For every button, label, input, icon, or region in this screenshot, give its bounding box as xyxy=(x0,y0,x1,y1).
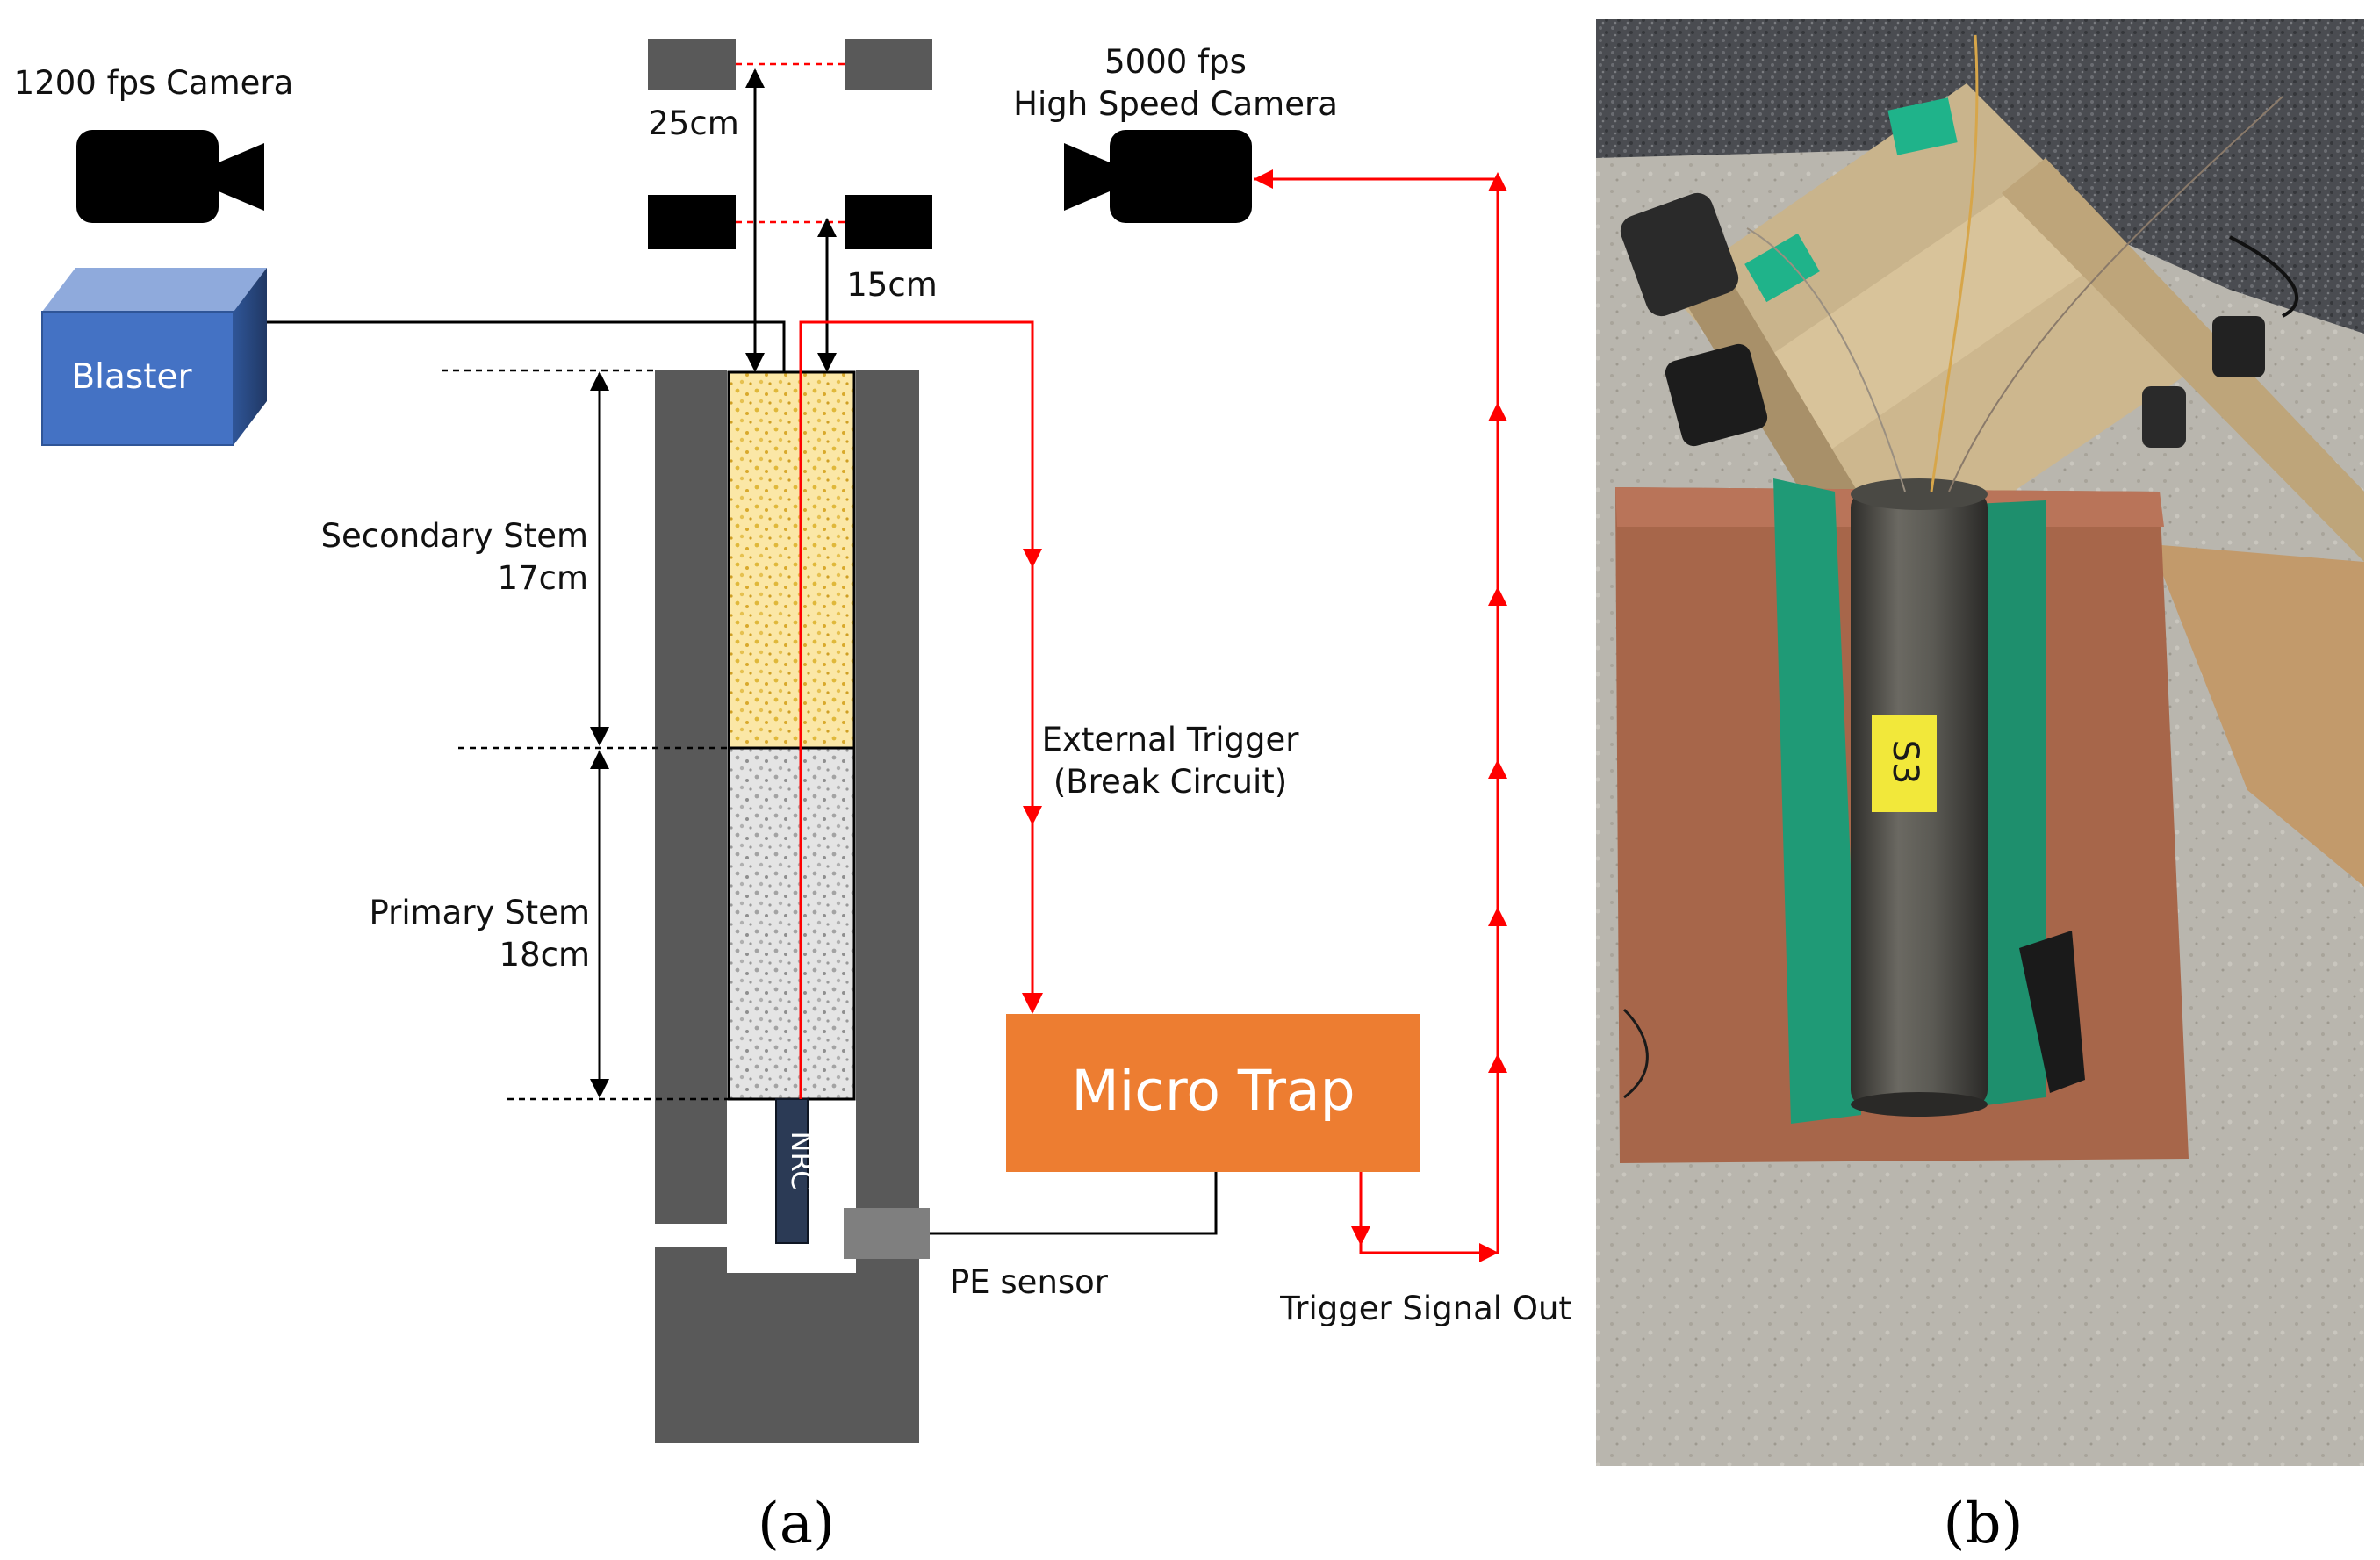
sensor-block-15-left xyxy=(648,195,736,249)
blaster-label: Blaster xyxy=(71,357,192,397)
cardboard xyxy=(2151,544,2364,887)
trigger-signal-out-label: Trigger Signal Out xyxy=(1279,1290,1571,1327)
micro-trap-label: Micro Trap xyxy=(1071,1059,1355,1123)
secondary-stem-fill xyxy=(727,370,856,750)
sample-sticker xyxy=(1872,715,1937,812)
panel-a-label: (a) xyxy=(758,1492,835,1556)
camera-5000-label-line2: High Speed Camera xyxy=(1013,85,1338,123)
photo-camera-1 xyxy=(1620,192,1739,317)
sensor-block-25-left xyxy=(648,39,736,90)
sensor-block-25-right xyxy=(845,39,932,90)
green-tape-left xyxy=(1773,478,1861,1124)
primary-stem-name: Primary Stem xyxy=(369,894,590,931)
pe-sensor-label: PE sensor xyxy=(950,1263,1109,1301)
micro-trap-box xyxy=(1006,1014,1420,1172)
camera-5000-label-line1: 5000 fps xyxy=(1104,43,1247,81)
photo-sensor-1 xyxy=(2212,316,2265,377)
external-trigger-label-line1: External Trigger xyxy=(1042,721,1300,758)
camera-1200-label: 1200 fps Camera xyxy=(14,64,294,102)
high-speed-camera-icon xyxy=(1064,130,1252,223)
photo-camera-2 xyxy=(1665,343,1768,447)
photo-green-tag xyxy=(1744,233,1820,303)
pe-sensor xyxy=(844,1208,930,1259)
distance-15-label: 15cm xyxy=(846,266,937,304)
photo-sensor-2 xyxy=(2142,386,2186,448)
primary-stem-length: 18cm xyxy=(500,936,590,974)
pe-sensor-cable xyxy=(930,1172,1218,1235)
trigger-signal-wire xyxy=(1254,169,1507,1262)
external-trigger-wire xyxy=(799,320,1043,1099)
blaster-box: Blaster xyxy=(41,268,267,446)
nrc-charge xyxy=(775,1098,809,1244)
video-camera-icon xyxy=(76,130,264,223)
photo-multitool xyxy=(2019,931,2085,1093)
panel-b-label: (b) xyxy=(1944,1492,2024,1556)
sample-sticker-text: S3 xyxy=(1885,740,1925,785)
external-trigger-label-line2: (Break Circuit) xyxy=(1053,763,1287,801)
secondary-stem-length: 17cm xyxy=(498,559,588,597)
sensor-block-15-right xyxy=(845,195,932,249)
field-test-photo: S3 xyxy=(1596,19,2364,1466)
nrc-label: NRC xyxy=(785,1132,818,1190)
secondary-stem-name: Secondary Stem xyxy=(320,517,588,555)
distance-25-label: 25cm xyxy=(648,104,738,142)
primary-stem-fill xyxy=(727,746,856,1101)
